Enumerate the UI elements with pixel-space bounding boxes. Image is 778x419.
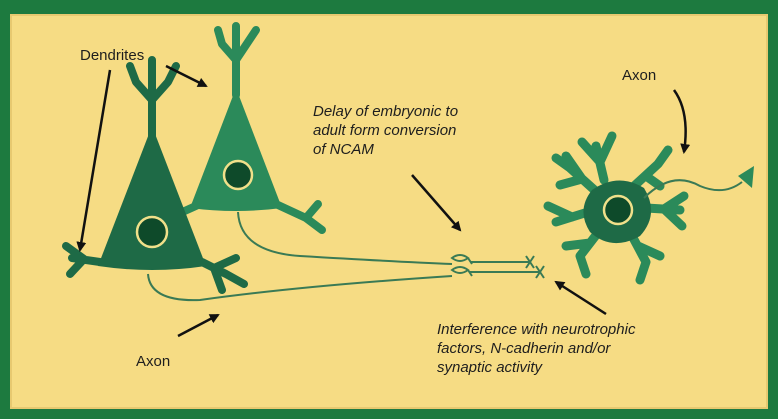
label-dendrites: Dendrites xyxy=(80,46,144,65)
label-axon-left: Axon xyxy=(136,352,170,371)
axon-terminal-right-icon xyxy=(738,166,754,188)
arrow-interference xyxy=(556,282,606,314)
pyramidal-neuron-back-soma xyxy=(190,88,282,211)
synaptic-gap-icon xyxy=(452,255,472,276)
label-axon-right: Axon xyxy=(622,66,656,85)
arrow-ncam xyxy=(412,175,460,230)
label-ncam-note: Delay of embryonic to adult form convers… xyxy=(313,102,458,159)
arrow-axon-right xyxy=(674,90,686,152)
label-interference-note: Interference with neurotrophic factors, … xyxy=(437,320,635,377)
pyramidal-neuron-front-soma xyxy=(98,126,206,270)
nucleus-back xyxy=(224,161,252,189)
nucleus-front xyxy=(137,217,167,247)
axon-back xyxy=(238,212,530,264)
axon-front xyxy=(148,272,540,300)
arrow-axon-left xyxy=(178,315,218,336)
nucleus-right xyxy=(604,196,632,224)
axon-terminal-icon xyxy=(526,256,544,278)
arrow-dendrites-left xyxy=(80,70,110,250)
